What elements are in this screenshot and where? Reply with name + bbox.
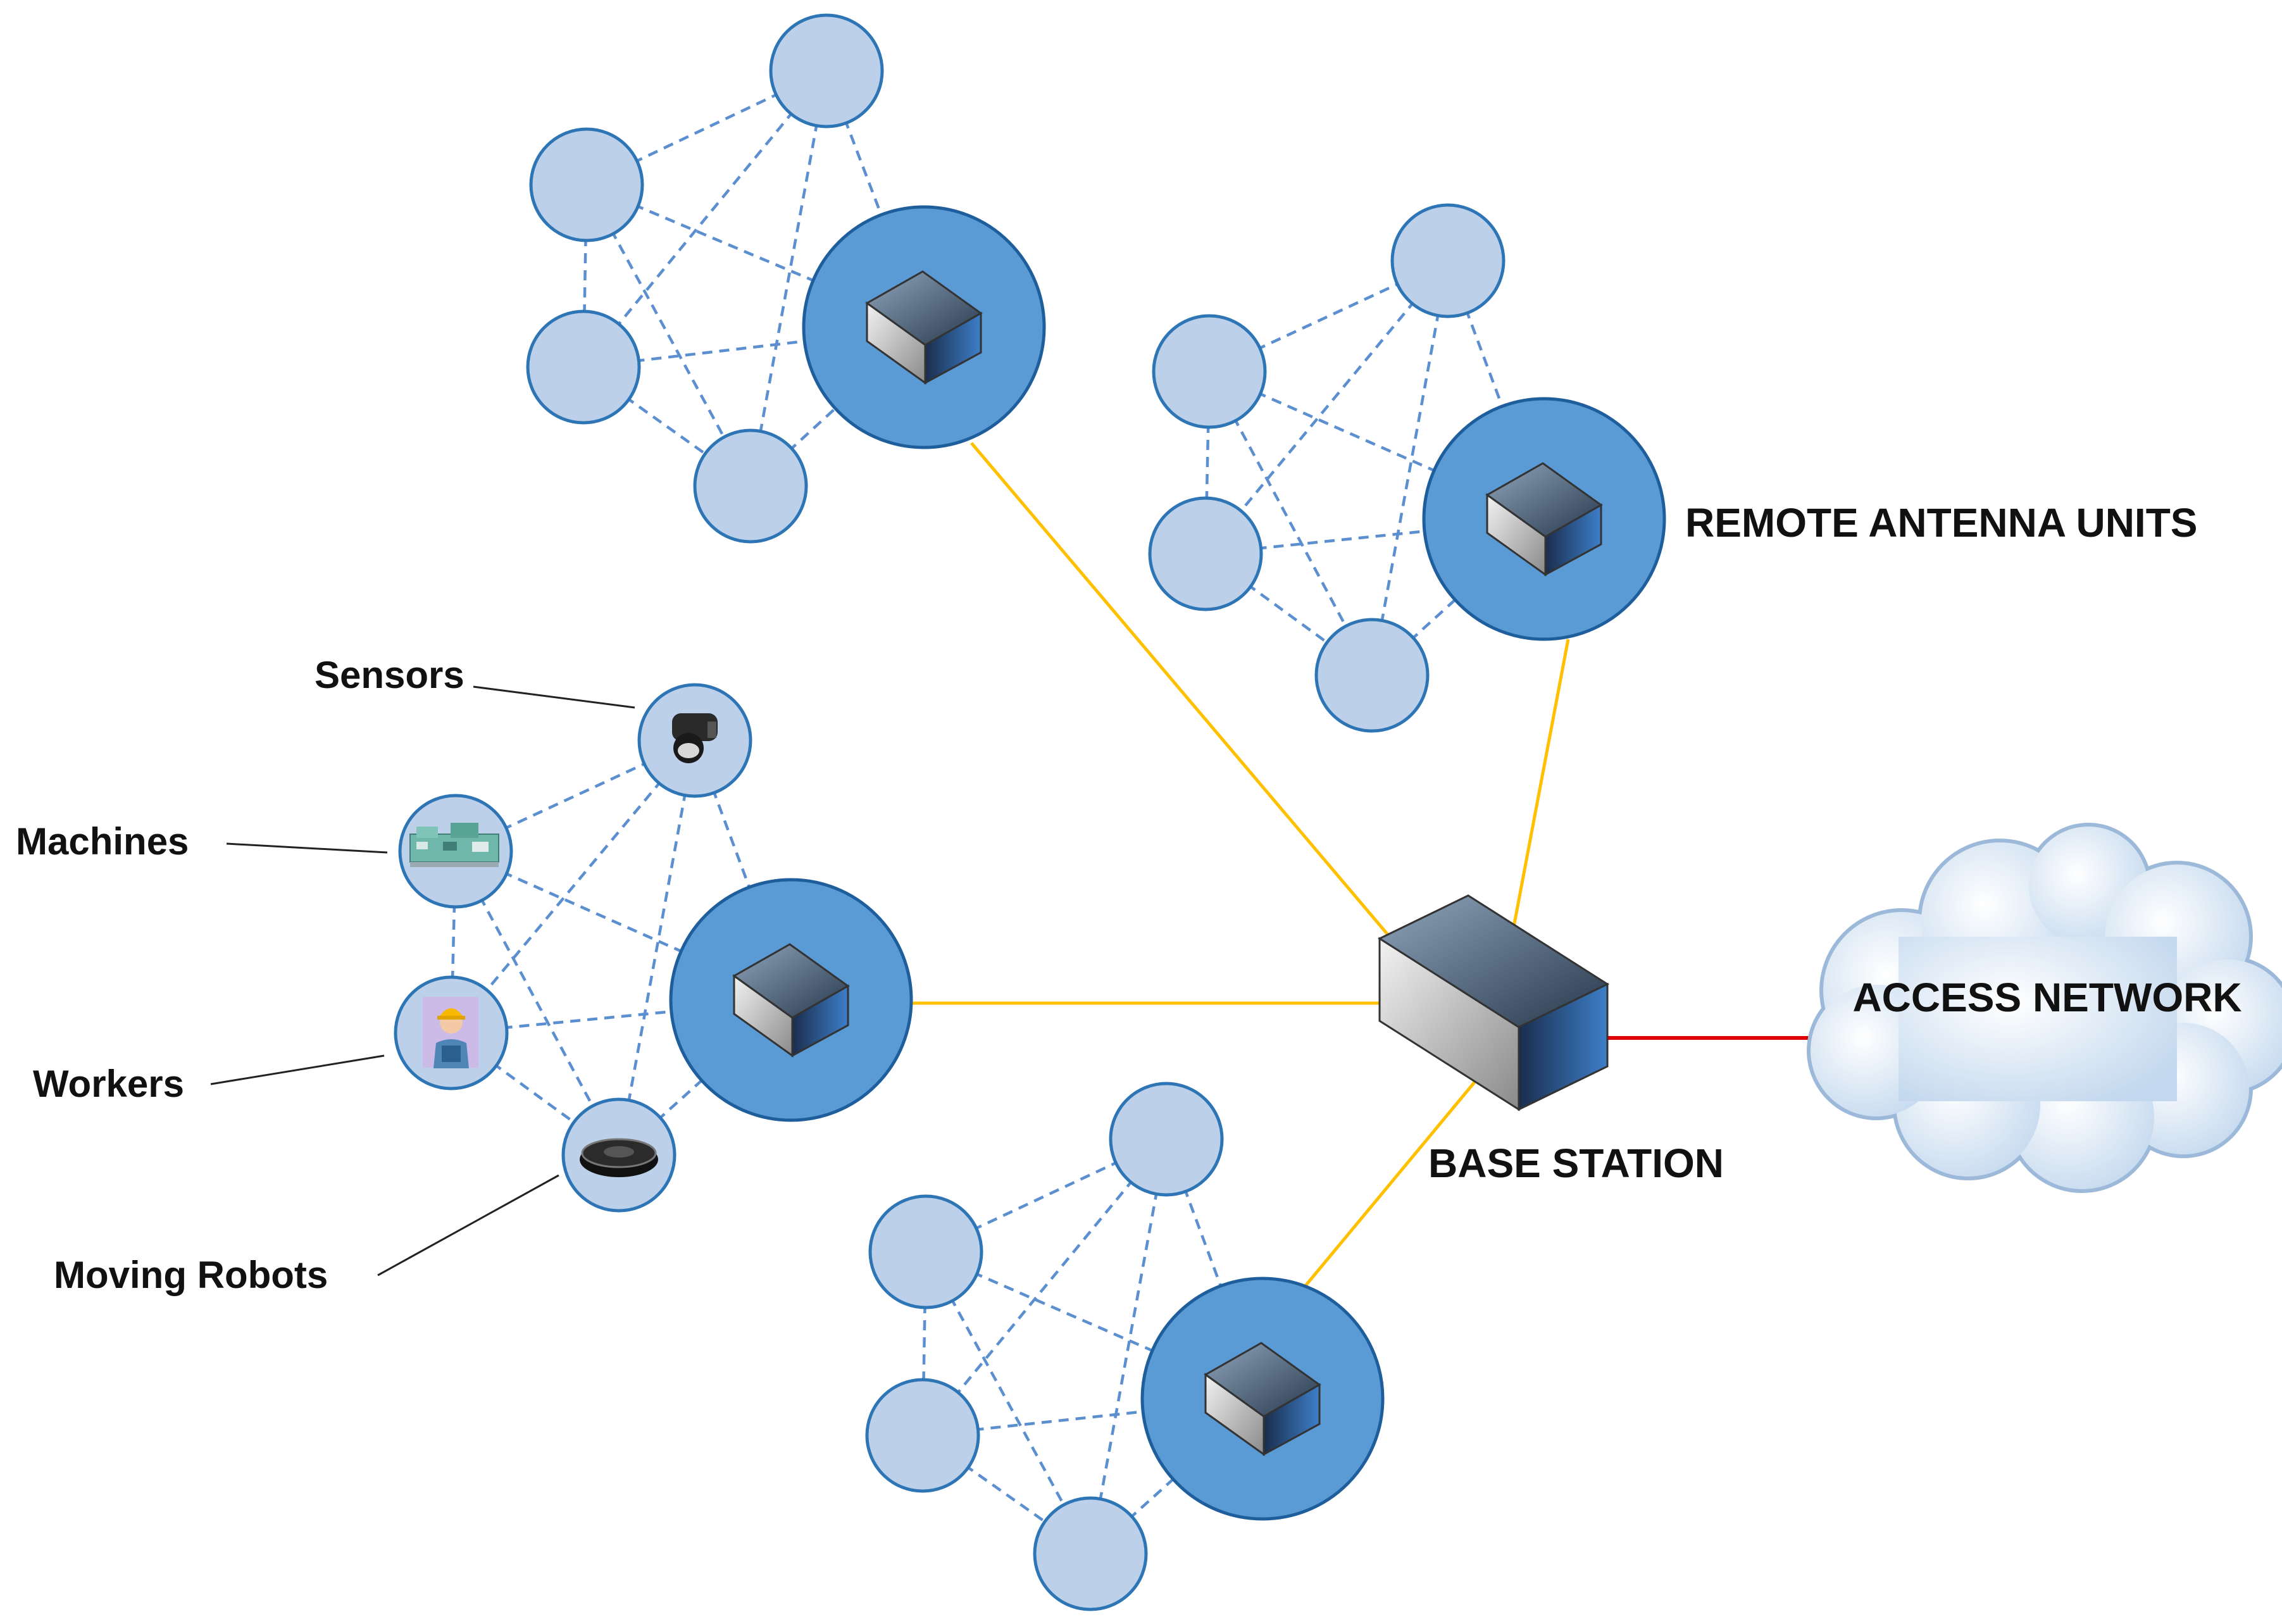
cloud-icon	[1807, 823, 2282, 1193]
machine-icon	[409, 823, 499, 867]
sensor-node	[637, 683, 752, 798]
fronthaul-links	[911, 442, 1570, 1289]
leader-workers	[210, 1054, 385, 1085]
device-node	[529, 127, 644, 242]
leader-sensors	[473, 685, 635, 709]
device-node	[1148, 496, 1263, 611]
workers-label: Workers	[33, 1063, 184, 1105]
mesh-link	[454, 850, 620, 1156]
link-rau-top	[970, 442, 1394, 941]
mesh-link	[1088, 1139, 1168, 1554]
access-network-label: ACCESS NETWORK	[1852, 975, 2241, 1020]
mesh-link	[450, 739, 696, 1034]
mesh-link	[449, 851, 458, 1034]
remote-antenna-unit-bottom	[1140, 1277, 1385, 1521]
device-node	[1314, 618, 1430, 733]
worker-icon	[423, 997, 478, 1068]
cluster-bottom	[865, 1082, 1385, 1611]
mesh-link	[1204, 371, 1211, 554]
mesh-link	[925, 1250, 1263, 1401]
robot-vacuum-icon	[580, 1138, 658, 1177]
remote-antenna-unit-top	[802, 205, 1046, 449]
device-node	[865, 1378, 980, 1493]
mesh-link	[1204, 259, 1449, 555]
device-node	[693, 428, 808, 544]
mesh-link	[582, 184, 589, 368]
worker-node	[394, 975, 509, 1090]
base-station-box-icon	[1377, 894, 1610, 1111]
machines-label: Machines	[16, 820, 189, 863]
mesh-link	[586, 183, 925, 329]
mesh-link	[921, 1138, 1168, 1437]
device-node	[1109, 1082, 1224, 1197]
robot-node	[561, 1097, 676, 1213]
mesh-link	[455, 849, 792, 1002]
device-node	[1152, 314, 1267, 429]
mesh-link	[1370, 260, 1450, 676]
cluster-right	[1148, 203, 1666, 733]
device-node	[1033, 1496, 1148, 1611]
device-node	[526, 309, 641, 425]
remote-antenna-units-label: REMOTE ANTENNA UNITS	[1685, 500, 2197, 546]
device-node	[1390, 203, 1506, 318]
cluster-left	[394, 683, 913, 1213]
leader-robots	[377, 1174, 559, 1277]
mesh-link	[1208, 370, 1373, 677]
leader-machines	[226, 842, 388, 854]
machine-node	[398, 794, 513, 909]
remote-antenna-unit-right	[1422, 397, 1666, 641]
cluster-top	[526, 13, 1046, 544]
mesh-link	[617, 740, 697, 1156]
mesh-link	[921, 1251, 928, 1436]
base-station	[1377, 894, 1610, 1111]
device-node	[868, 1194, 983, 1309]
mesh-link	[582, 70, 828, 368]
moving-robots-label: Moving Robots	[54, 1254, 328, 1296]
link-rau-right	[1511, 639, 1570, 934]
mesh-link	[749, 70, 828, 487]
base-station-label: BASE STATION	[1428, 1140, 1724, 1186]
label-leaders	[210, 685, 635, 1277]
link-rau-bottom	[1302, 1081, 1476, 1289]
remote-antenna-unit-left	[669, 878, 913, 1122]
mesh-link	[925, 1251, 1092, 1555]
sensors-label: Sensors	[315, 654, 465, 696]
sensor-icon	[672, 713, 718, 763]
device-node	[769, 13, 884, 128]
mesh-link	[1209, 370, 1545, 521]
